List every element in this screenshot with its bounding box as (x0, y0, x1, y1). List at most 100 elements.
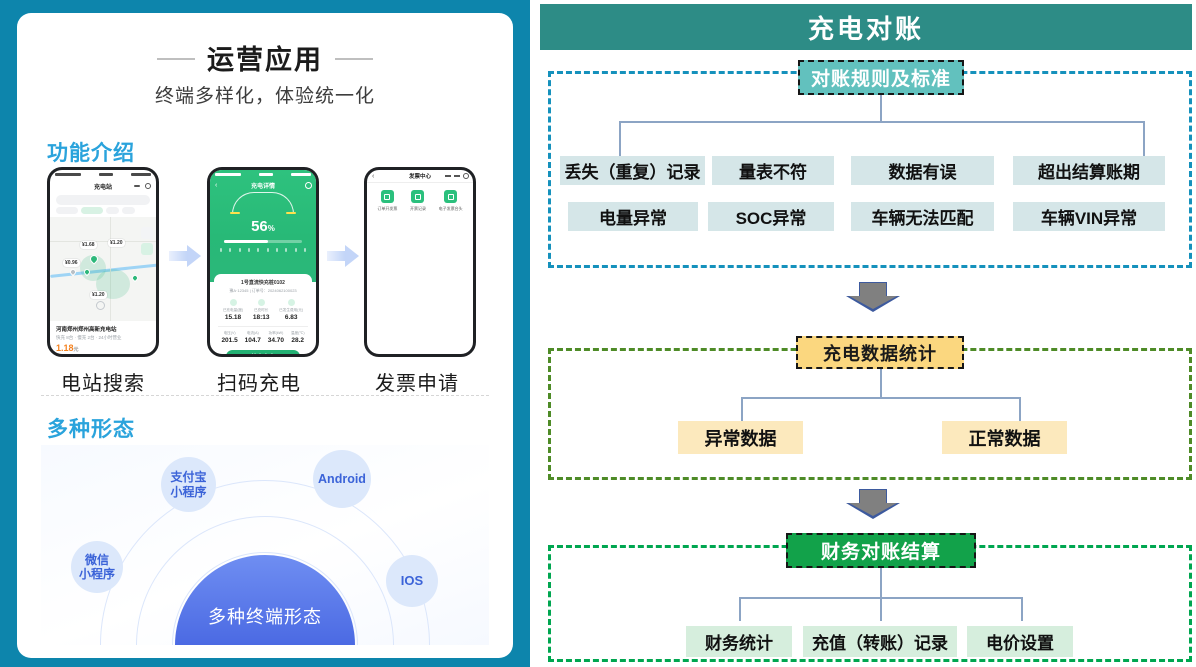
leaf-soc-abnormal[interactable]: SOC异常 (708, 202, 834, 231)
station-result-card[interactable]: 河南郑州郑州高新充电站 快充 8台 · 慢充 2台 · 24小时营业 1.18元… (50, 321, 156, 357)
leaf-financial-statistics[interactable]: 财务统计 (686, 626, 792, 657)
station-sub: 豫A·12345 | 订单号：2024062100023 (229, 288, 297, 293)
price-tag-3[interactable]: ¥1.20 (90, 291, 107, 299)
map-locate-button[interactable] (141, 243, 153, 255)
station-meta: 快充 8台 · 慢充 2台 · 24小时营业 (56, 335, 122, 340)
bubble-label: Android (318, 471, 366, 486)
connector-s3-right (1021, 597, 1023, 621)
connector-s3-left (739, 597, 741, 621)
node-charging-statistics[interactable]: 充电数据统计 (796, 336, 964, 369)
station-tag-0: 快充空闲 6 (56, 356, 84, 357)
invoice-tile[interactable]: 开票记录 (410, 190, 426, 212)
right-panel-title: 充电对账 (807, 13, 924, 44)
invoice-tile-label: 订单开发票 (377, 206, 398, 211)
leaf-normal-data[interactable]: 正常数据 (942, 421, 1067, 454)
invoice-tile[interactable]: 电子发票台头 (439, 190, 463, 212)
left-card: 运营应用 终端多样化，体验统一化 功能介绍 充电站 (17, 13, 513, 658)
section-title-forms: 多种形态 (47, 418, 135, 441)
charging-hero: ‹ 充电详情 56% (210, 170, 316, 282)
phone-showcase: 充电站 (17, 167, 513, 397)
leaf-vehicle-unmatched[interactable]: 车辆无法匹配 (851, 202, 994, 231)
leaf-recharge-transfer-record[interactable]: 充值（转账）记录 (803, 626, 957, 657)
bubble-ios[interactable]: IOS (386, 555, 438, 607)
invoice-tile[interactable]: 订单开发票 (377, 190, 397, 212)
leaf-price-settings[interactable]: 电价设置 (967, 626, 1073, 657)
stat-label: 温度(℃) (290, 331, 305, 335)
leaf-abnormal-data[interactable]: 异常数据 (678, 421, 803, 454)
money-icon (287, 299, 295, 306)
right-panel-header: 充电对账 (540, 4, 1192, 50)
app-header: ‹ 发票中心 (367, 170, 473, 183)
map-road-minor (50, 241, 156, 242)
stat-value: 34.70 (267, 337, 285, 344)
section-title-features: 功能介绍 (47, 142, 135, 165)
phone-label-0: 电站搜索 (61, 373, 145, 395)
chip-2[interactable] (106, 207, 119, 214)
price-tag-0[interactable]: ¥1.68 (80, 241, 97, 249)
stat-cell: 已发生费用(元) 6.83 (279, 299, 303, 321)
leaf-lost-duplicate-record[interactable]: 丢失（重复）记录 (560, 156, 705, 185)
connector-s3-mid (880, 597, 882, 621)
connector-s2-left (741, 397, 743, 421)
connector-s1-stem (880, 95, 882, 122)
phone-label-2: 发票申请 (375, 373, 459, 395)
bubble-android[interactable]: Android (313, 450, 371, 508)
back-icon[interactable]: ‹ (372, 172, 375, 180)
flow-arrow-1-icon (169, 245, 201, 267)
flow-arrow-down-2-icon (846, 489, 900, 519)
stat-label: 电压(V) (223, 331, 236, 335)
left-subtitle: 终端多样化，体验统一化 (154, 86, 375, 107)
more-icon (454, 175, 460, 177)
flow-arrow-down-1-icon (846, 282, 900, 312)
chip-0[interactable] (56, 207, 78, 214)
battery-percent-value: 56 (251, 218, 268, 235)
stat-label: 已发生费用(元) (279, 308, 304, 312)
map-layers-button[interactable] (141, 227, 153, 239)
leaf-power-abnormal[interactable]: 电量异常 (568, 202, 698, 231)
charge-ticks (220, 248, 306, 252)
station-price-value: 1.18 (56, 343, 74, 353)
node-financial-settlement[interactable]: 财务对账结算 (786, 533, 976, 568)
chip-3[interactable] (122, 207, 135, 214)
terminal-center-label: 多种终端形态 (208, 607, 322, 627)
connector-s2-right (1019, 397, 1021, 421)
invoice-icon (380, 190, 394, 203)
stat-value: 15.18 (224, 314, 242, 321)
stop-charging-button[interactable]: 结束充电 (226, 350, 300, 354)
leaf-data-error[interactable]: 数据有误 (851, 156, 994, 185)
filter-chips[interactable] (50, 207, 156, 214)
app-header: ‹ 充电详情 (210, 179, 316, 191)
section-divider (41, 395, 489, 396)
station-price-unit: 元 (73, 347, 79, 353)
map-pin-2[interactable] (130, 273, 140, 283)
map-marker-circle (96, 301, 105, 310)
charging-detail-sheet: 1号直流快充桩0102 豫A·12345 | 订单号：2024062100023… (214, 274, 312, 354)
leaf-vehicle-vin-abnormal[interactable]: 车辆VIN异常 (1013, 202, 1165, 231)
left-title-row: 运营应用 (17, 38, 513, 77)
stat-label: 已充时长 (254, 308, 269, 312)
search-input[interactable] (56, 195, 150, 205)
status-bar (210, 170, 316, 179)
minus-icon (445, 175, 451, 177)
stat-cell: 功率(kW) 34.70 (268, 331, 284, 344)
invoice-tile-label: 电子发票台头 (438, 206, 463, 211)
stat-value: 6.83 (284, 314, 298, 321)
bubble-wechat-miniprogram[interactable]: 微信小程序 (71, 541, 123, 593)
map-view[interactable]: ¥1.68 ¥1.20 ¥0.96 ¥1.20 (50, 217, 156, 321)
bubble-label: 微信小程序 (78, 552, 115, 581)
stat-cell: 已充电量(度) 15.18 (223, 299, 243, 321)
app-title: 发票中心 (408, 174, 431, 180)
leaf-meter-mismatch[interactable]: 量表不符 (712, 156, 834, 185)
price-tag-1[interactable]: ¥1.20 (108, 239, 125, 247)
close-circle-icon[interactable] (463, 173, 469, 179)
bubble-alipay-miniprogram[interactable]: 支付宝小程序 (161, 457, 216, 512)
leaf-overdue-settlement[interactable]: 超出结算账期 (1013, 156, 1165, 185)
price-tag-2[interactable]: ¥0.96 (63, 259, 80, 267)
node-reconciliation-rules[interactable]: 对账规则及标准 (798, 60, 964, 95)
connector-s1-left (619, 121, 621, 156)
stat-cell: 电压(V) 201.5 (221, 331, 237, 344)
back-icon[interactable]: ‹ (215, 181, 218, 189)
battery-percent-unit: % (267, 224, 275, 233)
gear-icon[interactable] (305, 181, 312, 189)
chip-1[interactable] (81, 207, 103, 214)
